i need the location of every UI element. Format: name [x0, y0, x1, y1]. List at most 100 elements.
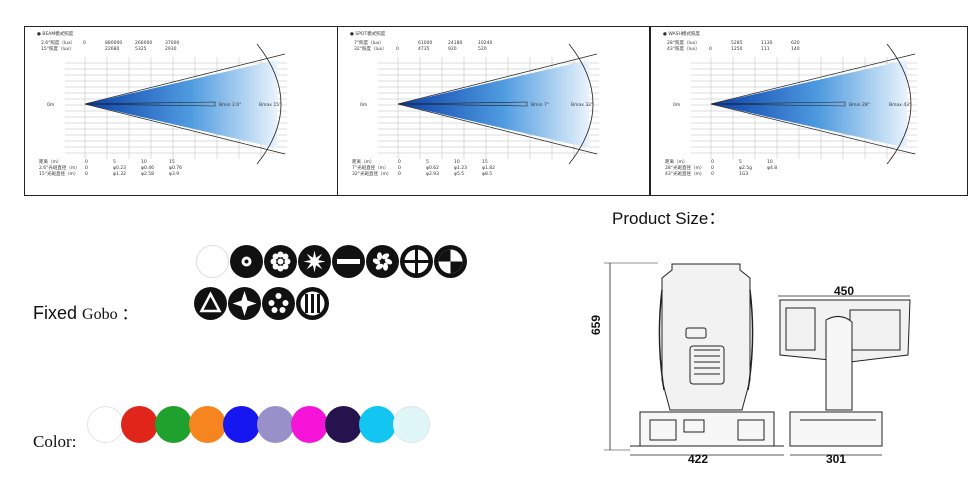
color-swatch: [223, 406, 260, 443]
distance-row-label: 2.6°光斑直径（m）: [39, 164, 80, 171]
distance-value: 1G3: [739, 171, 748, 177]
beam-edge-upper: [710, 53, 916, 105]
lux-value: 61000: [418, 40, 432, 46]
lux-value: 520: [478, 46, 487, 52]
distance-value: φ0.46: [141, 165, 154, 171]
beam-cone: [85, 60, 277, 148]
lux-value: 1250: [731, 46, 743, 52]
stars-gobo-icon: [262, 287, 295, 320]
distance-value: 5: [426, 159, 429, 165]
cross-gobo-icon: [400, 245, 433, 278]
gobo-label-main: Fixed: [33, 303, 83, 323]
four-point-star-gobo-icon: [228, 287, 261, 320]
distance-value: φ0.23: [113, 165, 126, 171]
lux-value: 22680: [105, 46, 119, 52]
flower-gobo-icon: [264, 245, 297, 278]
open-gobo-icon: [196, 245, 229, 278]
distance-value: 0: [85, 159, 88, 165]
beam-angle-arc: [256, 43, 282, 165]
dim-height: 659: [589, 314, 604, 336]
distance-value: 15: [482, 159, 488, 165]
max-angle-label: Bmax 15°: [259, 102, 281, 108]
lux-row-start: 0: [83, 40, 86, 46]
color-swatch: [291, 406, 328, 443]
lux-row-label: 2.6°照度（lux）: [41, 39, 75, 46]
color-swatch: [257, 406, 294, 443]
bars-gobo-icon: [296, 287, 329, 320]
distance-value: 5: [113, 159, 116, 165]
distance-value: 10: [767, 159, 773, 165]
bar-gobo-icon: [332, 245, 365, 278]
beam-edge-upper: [397, 53, 598, 105]
distance-row-label: 32°光斑直径（m）: [352, 170, 391, 177]
distance-value: 15: [169, 159, 175, 165]
lux-value: 620: [791, 40, 800, 46]
distance-value: 0: [398, 165, 401, 171]
distance-value: 0: [85, 171, 88, 177]
beam-angle-arc: [886, 43, 912, 165]
distance-value: 0: [398, 171, 401, 177]
distance-value: 10: [454, 159, 460, 165]
origin-label: 0m: [673, 102, 680, 108]
dim-front-width: 422: [688, 452, 709, 466]
color-swatch: [359, 406, 396, 443]
color-swatch: [393, 406, 430, 443]
distance-value: φ5.5: [454, 171, 464, 177]
lux-value: 4735: [418, 46, 430, 52]
quadrant-gobo-icon: [434, 245, 467, 278]
lux-value: 5325: [135, 46, 147, 52]
gobo-label-serif: Gobo ：: [82, 306, 138, 323]
front-view: [604, 262, 784, 456]
beam-narrow: [397, 101, 528, 107]
beam-cone: [711, 60, 907, 148]
lux-row-label: 43°照度（lux）: [667, 45, 700, 52]
color-swatch: [87, 406, 124, 443]
min-angle-label: Bmin 7°: [531, 102, 549, 108]
distance-row-label: 7°光斑直径（m）: [352, 164, 389, 171]
lux-row-label: 28°照度（lux）: [667, 39, 700, 46]
distance-row-label: 距离（m）: [39, 158, 61, 165]
distance-value: 0: [711, 159, 714, 165]
lux-value: 5285: [731, 40, 743, 46]
beam-edge-upper: [84, 53, 286, 105]
distance-value: φ4.8: [767, 165, 777, 171]
product-size-title: Product Size：: [612, 209, 726, 228]
dot-gobo-icon: [230, 245, 263, 278]
distance-value: φ0.76: [169, 165, 182, 171]
distance-value: φ2.5g: [739, 165, 752, 171]
origin-label: 0m: [47, 102, 54, 108]
distance-row-label: 43°光斑直径（m）: [665, 170, 704, 177]
triangle-gobo-icon: [194, 287, 227, 320]
distance-value: 0: [711, 165, 714, 171]
distance-row-label: 距离（m）: [665, 158, 687, 165]
star-burst-gobo-icon: [298, 245, 331, 278]
distance-value: φ1.23: [454, 165, 467, 171]
lux-value: 920: [448, 46, 457, 52]
beam-cone: [398, 60, 589, 148]
lux-row-label: 7°照度（lux）: [354, 39, 384, 46]
origin-label: 0m: [360, 102, 367, 108]
lux-value: 37000: [165, 40, 179, 46]
distance-value: 0: [398, 159, 401, 165]
beam-edge-lower: [397, 103, 598, 155]
lux-value: 24180: [448, 40, 462, 46]
beam-narrow: [710, 101, 846, 107]
beam-edge-lower: [710, 103, 916, 155]
color-label: Color:: [33, 432, 77, 451]
lux-row-label: 15°照度（lux）: [41, 45, 74, 52]
lux-value: 2930: [165, 46, 177, 52]
max-angle-label: Bmax 32°: [571, 102, 593, 108]
gobo-label: Fixed Gobo ：: [33, 300, 138, 324]
color-swatch: [189, 406, 226, 443]
distance-value: φ0.62: [426, 165, 439, 171]
distance-value: φ3.9: [169, 171, 179, 177]
lux-row-label: 32°照度（lux）: [354, 45, 387, 52]
color-swatch: [155, 406, 192, 443]
distance-row-label: 距离（m）: [352, 158, 374, 165]
distance-value: φ2.93: [426, 171, 439, 177]
